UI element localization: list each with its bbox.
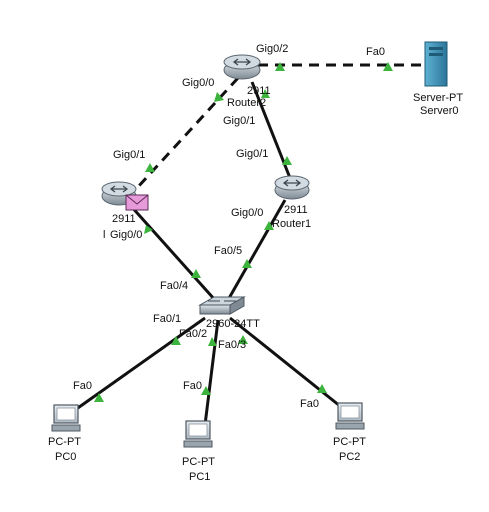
port-label: Fa0/4 — [160, 280, 188, 292]
router0-prefix: l — [103, 229, 105, 241]
status-triangle — [191, 269, 201, 278]
link-router2-router0[interactable] — [135, 76, 240, 190]
server0[interactable]: Server-PT Server0 — [413, 41, 463, 117]
status-triangle — [171, 336, 181, 345]
status-triangle — [145, 163, 155, 172]
router1-name: Router1 — [272, 218, 311, 230]
pdu-envelope-icon[interactable] — [125, 194, 149, 211]
status-triangle — [238, 335, 248, 344]
port-label: Gig0/0 — [182, 77, 214, 89]
pc1-model: PC-PT — [182, 456, 215, 468]
status-triangle — [201, 386, 211, 395]
link-router2-router1[interactable] — [250, 81, 292, 179]
pc0-name: PC0 — [55, 451, 76, 463]
port-label: Fa0/5 — [214, 245, 242, 257]
port-label: Fa0/2 — [179, 328, 207, 340]
router0[interactable]: 2911 l Gig0/0 — [101, 181, 142, 241]
status-triangle — [208, 337, 217, 346]
link-switch-pc2[interactable] — [229, 316, 346, 412]
status-triangle — [383, 62, 393, 71]
port-label: Gig0/2 — [256, 43, 288, 55]
port-label: Fa0 — [366, 46, 385, 58]
router2[interactable]: 2911 Router2 — [223, 54, 271, 109]
port-label: Fa0 — [183, 380, 202, 392]
router2-name: Router2 — [227, 97, 266, 109]
router0-port: Gig0/0 — [110, 229, 142, 241]
link-router1-switch[interactable] — [226, 199, 287, 301]
link-switch-pc0[interactable] — [74, 316, 206, 412]
pc0-model: PC-PT — [48, 436, 81, 448]
status-triangle — [317, 384, 327, 393]
status-triangle — [144, 225, 153, 234]
pc2[interactable]: PC-PT PC2 — [333, 402, 366, 463]
router1-model: 2911 — [284, 204, 308, 216]
router0-model: 2911 — [112, 213, 136, 225]
port-label: Fa0 — [300, 398, 319, 410]
link-router0-switch[interactable] — [128, 203, 217, 302]
link-status-indicators — [94, 62, 393, 402]
status-triangle — [264, 221, 274, 230]
server0-model: Server-PT — [413, 92, 463, 104]
pc2-model: PC-PT — [333, 436, 366, 448]
router1[interactable]: 2911 Router1 — [272, 175, 311, 230]
port-label: Gig0/1 — [236, 148, 268, 160]
status-triangle — [94, 393, 104, 402]
port-labels: Gig0/2 Fa0 Gig0/0 Gig0/1 Gig0/1 Gig0/1 G… — [73, 43, 385, 410]
status-triangle — [275, 62, 285, 71]
pc1-name: PC1 — [189, 471, 210, 483]
links — [74, 63, 425, 426]
status-triangle — [214, 92, 224, 102]
pc1[interactable]: PC-PT PC1 — [182, 420, 215, 483]
port-label: Gig0/1 — [223, 115, 255, 127]
switch0-label: 2960-24TT — [206, 318, 260, 330]
link-switch-pc1[interactable] — [203, 319, 220, 426]
pc2-name: PC2 — [339, 451, 360, 463]
server0-name: Server0 — [420, 105, 459, 117]
port-label: Fa0/3 — [218, 339, 246, 351]
port-label: Fa0 — [73, 380, 92, 392]
switch0[interactable]: 2960-24TT — [198, 296, 260, 330]
status-triangle — [282, 156, 292, 165]
pc0[interactable]: PC-PT PC0 — [48, 404, 81, 463]
status-triangle — [242, 259, 252, 268]
port-label: Gig0/0 — [231, 207, 263, 219]
router2-model: 2911 — [247, 85, 271, 97]
status-triangle — [261, 89, 270, 98]
port-label: Fa0/1 — [153, 313, 181, 325]
port-label: Gig0/1 — [113, 149, 145, 161]
